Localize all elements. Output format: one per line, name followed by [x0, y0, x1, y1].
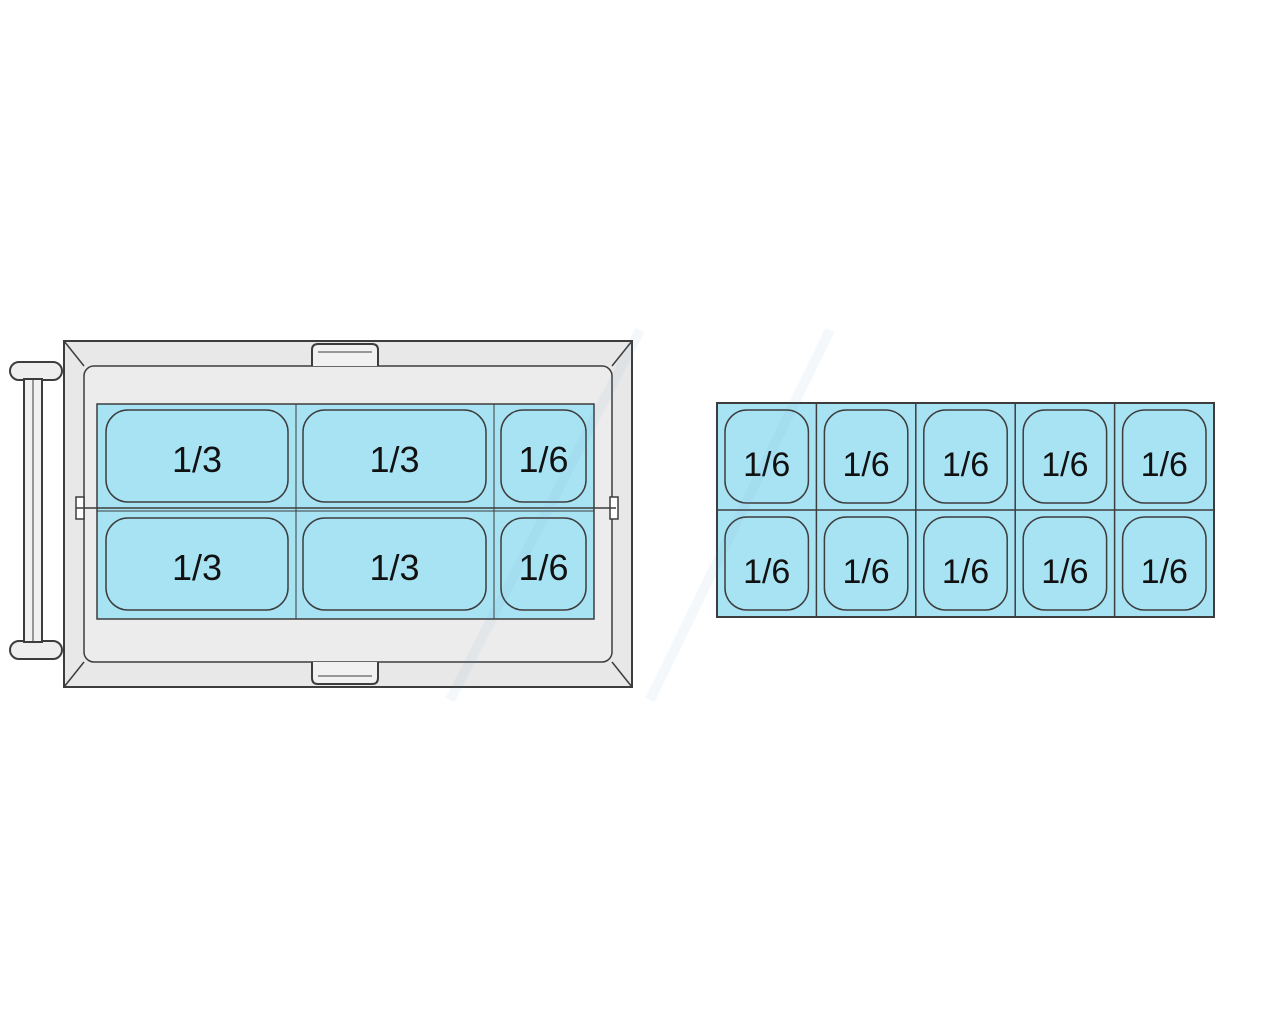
lid-clip-top [311, 343, 379, 366]
right-pan-r1-c5: 1/6 [1121, 409, 1207, 504]
pan-size-label: 1/6 [1041, 446, 1088, 484]
right-pan-r1-c1: 1/6 [724, 409, 810, 504]
pan-outline [105, 517, 289, 611]
right-pan-r2-c4: 1/6 [1022, 516, 1108, 611]
pan-outline [500, 517, 587, 611]
left-pan-r2-c1: 1/3 [105, 517, 289, 611]
right-pan-layout: 1/6 1/6 1/6 1/6 1/6 1/6 1/6 1/6 1/6 1/6 [717, 403, 1214, 617]
right-pan-r1-c4: 1/6 [1022, 409, 1108, 504]
pan-size-label: 1/6 [1141, 553, 1188, 591]
pan-outline [923, 516, 1008, 611]
right-pan-r2-c1: 1/6 [724, 516, 810, 611]
pan-size-label: 1/3 [172, 439, 222, 480]
right-pan-r1-c3: 1/6 [923, 409, 1008, 504]
pan-size-label: 1/6 [1041, 553, 1088, 591]
left-pan-r1-c3: 1/6 [500, 409, 587, 503]
pan-outline [1022, 409, 1108, 504]
right-pan-r1-c2: 1/6 [823, 409, 909, 504]
left-pan-r2-c3: 1/6 [500, 517, 587, 611]
pan-outline [724, 409, 810, 504]
pan-size-label: 1/6 [743, 553, 790, 591]
left-pan-layout: 1/3 1/3 1/6 1/3 1/3 1/6 [105, 409, 587, 611]
pan-outline [500, 409, 587, 503]
pan-outline [302, 517, 487, 611]
pan-size-label: 1/6 [518, 547, 568, 588]
pan-outline [923, 409, 1008, 504]
left-pan-r1-c2: 1/3 [302, 409, 487, 503]
pan-outline [1121, 516, 1207, 611]
pan-size-label: 1/6 [743, 446, 790, 484]
left-pan-r1-c1: 1/3 [105, 409, 289, 503]
pan-outline [823, 516, 909, 611]
pan-outline [302, 409, 487, 503]
pan-outline [823, 409, 909, 504]
watermark [445, 327, 835, 703]
pan-size-label: 1/6 [1141, 446, 1188, 484]
right-pan-r2-c3: 1/6 [923, 516, 1008, 611]
right-pan-r2-c2: 1/6 [823, 516, 909, 611]
pan-size-label: 1/3 [369, 547, 419, 588]
pan-outline [724, 516, 810, 611]
right-pan-r2-c5: 1/6 [1121, 516, 1207, 611]
pan-size-label: 1/6 [518, 439, 568, 480]
pan-outline [1121, 409, 1207, 504]
pan-size-label: 1/3 [172, 547, 222, 588]
left-pan-r2-c2: 1/3 [302, 517, 487, 611]
pan-size-label: 1/6 [942, 553, 989, 591]
left-counter-unit [9, 340, 633, 688]
lid-clip-bottom [311, 662, 379, 685]
side-rail [9, 361, 63, 660]
pan-size-label: 1/6 [842, 446, 889, 484]
pan-size-label: 1/3 [369, 439, 419, 480]
pan-size-label: 1/6 [842, 553, 889, 591]
pan-size-label: 1/6 [942, 446, 989, 484]
pan-outline [1022, 516, 1108, 611]
pan-outline [105, 409, 289, 503]
